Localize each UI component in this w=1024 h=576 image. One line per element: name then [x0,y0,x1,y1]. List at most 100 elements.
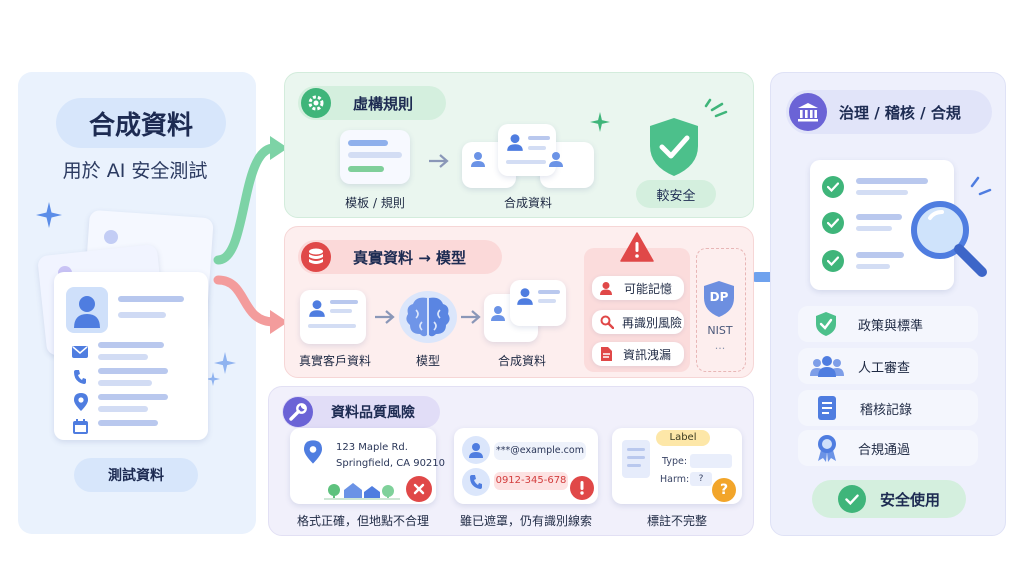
calendar-icon [73,419,88,434]
person-alert-icon [600,282,612,295]
address-line1: 123 Maple Rd. [336,442,408,453]
text-line [528,136,550,140]
person-icon [549,152,563,167]
ellipsis: ··· [714,342,726,355]
text-line [98,420,158,426]
warning-icon [620,232,654,262]
left-subtitle: 用於 AI 安全測試 [62,160,208,182]
governance-item-label: 合規通過 [858,442,911,458]
text-line [98,342,164,348]
governance-panel [770,72,1006,536]
risk-label: 可能記憶 [624,281,673,296]
person-icon [471,152,485,167]
governance-item-label: 政策與標準 [858,318,924,334]
text-line [98,368,168,374]
flow-arrow-red [213,275,288,334]
quality-title-pill: 資料品質風險 [282,396,440,428]
text-line [98,354,148,360]
safe-use-label: 安全使用 [879,490,940,509]
document-icon [601,347,612,361]
text-line [627,448,645,451]
real-title: 真實資料 → 模型 [353,248,467,267]
quality-title: 資料品質風險 [331,405,415,421]
text-line [118,312,166,318]
text-line [856,178,928,184]
mail-icon [72,346,88,358]
gear-icon [301,88,331,118]
governance-item-label: 人工審查 [858,360,911,376]
person-icon [491,306,505,321]
error-alert-icon [570,476,594,500]
address-line2: Springfield, CA 90210 [336,458,446,469]
text-line [627,456,645,459]
risk-label: 資訊洩漏 [623,347,672,362]
text-line [98,380,152,386]
text-line [348,166,384,172]
text-line [538,299,556,303]
safer-badge: 較安全 [636,180,716,208]
error-x-icon [406,476,432,502]
check-icon [822,176,844,198]
database-icon [301,242,331,272]
governance-item-compliance: 合規通過 [798,430,978,466]
harm-field: ? [690,472,712,486]
dp-box [696,248,746,372]
question-icon: ? [712,478,736,502]
text-line [330,300,358,304]
shine-lines [704,98,728,118]
virtual-title-pill: 虛構規則 [298,86,446,120]
magnifier-icon [600,315,614,329]
virtual-title: 虛構規則 [353,94,414,113]
customer-label: 真實客戶資料 [298,354,371,368]
wrench-icon [283,397,313,427]
sparkle-icon [36,202,62,228]
check-icon [822,212,844,234]
people-icon [810,356,844,377]
person-icon [309,300,325,317]
flow-arrow-green [213,136,288,265]
text-line [98,406,148,412]
harm-label: Harm: [660,474,690,485]
test-data-badge: 測試資料 [74,458,198,492]
text-line [856,252,904,258]
phone-icon [74,370,86,384]
sparkle-icon [590,112,610,132]
dp-label: DP [709,290,729,304]
nist-label: NIST [707,324,733,337]
text-line [856,226,892,231]
text-line [538,290,560,294]
customer-card [300,290,366,344]
synthetic-out-label: 合成資料 [497,354,546,368]
brain-model-icon [399,291,457,343]
governance-item-policy: 政策與標準 [798,306,978,342]
real-title-pill: 真實資料 → 模型 [298,240,502,274]
text-line [118,296,184,302]
houses-icon [324,483,400,500]
masked-email: ***@example.com [494,442,586,460]
check-circle-icon [837,485,866,513]
person-icon [507,134,523,151]
magnifier-icon [911,201,987,277]
synthetic-label: 合成資料 [503,196,552,210]
type-field [690,454,732,468]
sparkle-icon [206,372,220,386]
person-icon [517,288,533,305]
arrow-right-icon [375,310,395,324]
arrow-right-icon [461,310,481,324]
left-title: 合成資料 [88,110,193,141]
risk-leak: 資訊洩漏 [592,342,684,366]
dp-shield-icon: DP [702,280,736,318]
text-line [856,264,890,269]
masked-caption: 雖已遮罩，仍有識別線索 [459,514,592,528]
template-label: 模板 / 規則 [345,196,405,210]
model-label: 模型 [415,354,440,368]
governance-title: 治理 / 稽核 / 合規 [839,103,961,122]
document-icon [818,396,836,420]
risk-label: 再識別風險 [622,315,683,330]
institution-icon [789,93,827,131]
text-line [856,214,902,220]
label-tag: Label [656,430,710,446]
test-data-label: 測試資料 [108,468,164,484]
card-avatar-dot [104,230,118,244]
text-line [98,394,168,400]
